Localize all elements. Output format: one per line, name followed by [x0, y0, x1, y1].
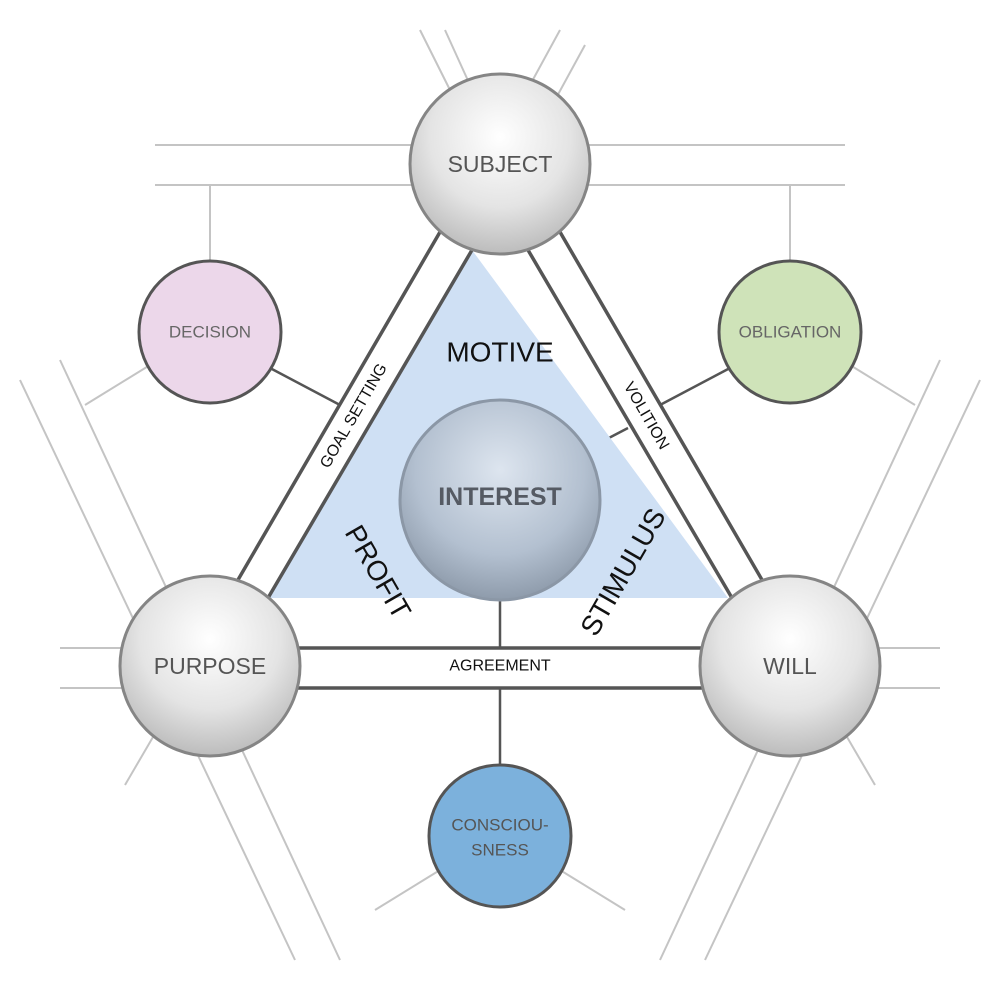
subject-node[interactable]: SUBJECT: [408, 72, 592, 256]
decision-node[interactable]: DECISION: [137, 259, 283, 405]
purpose-node[interactable]: PURPOSE: [118, 574, 302, 758]
purpose-label: PURPOSE: [154, 653, 266, 679]
will-node[interactable]: WILL: [698, 574, 882, 758]
decision-label: DECISION: [169, 323, 251, 342]
triangle-outline: [233, 230, 767, 690]
consciousness-label-line1: CONSCIOU-: [451, 816, 548, 835]
subject-label: SUBJECT: [448, 151, 553, 177]
volition-label: VOLITION: [620, 379, 672, 452]
will-label: WILL: [763, 653, 817, 679]
obligation-label: OBLIGATION: [739, 323, 842, 342]
obligation-node[interactable]: OBLIGATION: [717, 259, 863, 405]
consciousness-node[interactable]: CONSCIOU- SNESS: [427, 763, 573, 909]
motive-label: MOTIVE: [446, 337, 553, 368]
consciousness-label-line2: SNESS: [471, 841, 529, 860]
interest-node[interactable]: INTEREST: [398, 398, 602, 602]
interest-label: INTEREST: [438, 483, 562, 511]
agreement-label: AGREEMENT: [449, 658, 551, 675]
